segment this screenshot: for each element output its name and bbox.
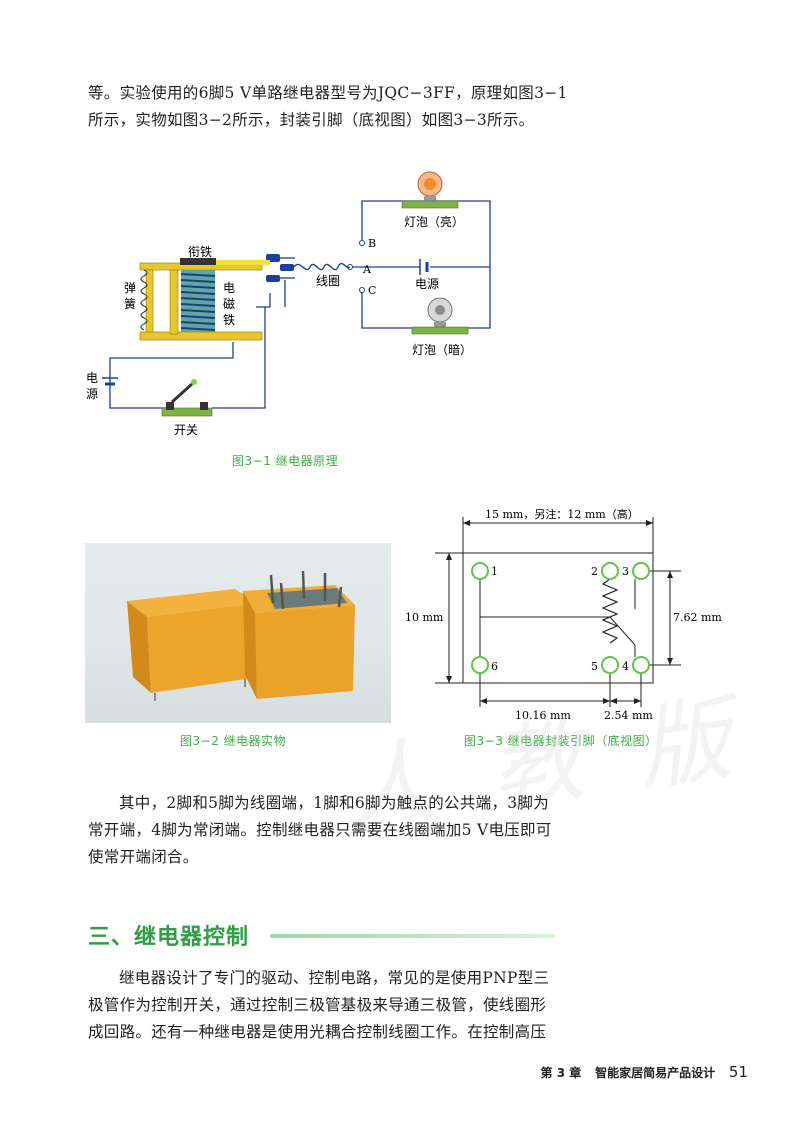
figure1-caption: 图3−1 继电器原理: [232, 454, 339, 468]
relay-principle-diagram: 衔铁 弹 簧 电 磁 铁 线圈 B A C 电源 灯泡（亮） 灯泡（暗） 电 源…: [86, 171, 491, 437]
pin-3-icon: [632, 562, 650, 580]
footer-page-number: 51: [728, 1063, 748, 1081]
body-paragraph: 其中，2脚和5脚为线圈端，1脚和6脚为触点的公共端，3脚为 常开端，4脚为常闭端…: [88, 790, 558, 871]
intro-line-2: 所示，实物如图3−2所示，封装引脚（底视图）如图3−3所示。: [88, 111, 535, 129]
label-switch: 开关: [174, 423, 198, 437]
label-coil: 线圈: [316, 274, 340, 288]
label-point-c: C: [368, 284, 376, 297]
label-power-left: 电 源: [86, 371, 102, 401]
relay-photo: [85, 543, 391, 723]
section-title: 三、继电器控制: [88, 925, 250, 950]
figure2-caption: 图3−2 继电器实物: [180, 734, 287, 748]
section-title-underline: [270, 934, 555, 938]
pin-2-icon: [601, 562, 619, 580]
pin-5-icon: [601, 656, 619, 674]
label-armature: 衔铁: [188, 245, 212, 259]
label-spring-1: 弹: [124, 281, 136, 295]
page-footer: 第 3 章 智能家居简易产品设计 51: [541, 1063, 748, 1081]
body-line-1: 其中，2脚和5脚为线圈端，1脚和6脚为触点的公共端，3脚为: [119, 794, 550, 812]
relay-pin-layout-diagram: 1 2 3 4 5 6 15 mm，另注：12 mm（高） 10 mm 7.62…: [405, 507, 722, 722]
contact-points: [266, 240, 365, 293]
label-electromagnet: 电 磁 铁: [223, 281, 239, 327]
section-paragraph: 继电器设计了专门的驱动、控制电路，常见的是使用PNP型三 极管作为控制开关，通过…: [88, 965, 558, 1046]
right-dimension-label: 7.62 mm: [673, 611, 722, 624]
body-line-3: 使常开端闭合。: [88, 848, 199, 866]
bottom-dimension-left-label: 10.16 mm: [515, 709, 571, 722]
label-power-left-2: 源: [86, 387, 98, 401]
label-point-a: A: [362, 263, 372, 276]
section-line-2: 极管作为控制开关，通过控制三极管基极来导通三极管，使线圈形: [88, 996, 547, 1014]
left-dimension-label: 10 mm: [405, 611, 444, 624]
label-spring: 弹 簧: [124, 281, 140, 311]
spring-icon: [140, 269, 148, 331]
label-bulb-on: 灯泡（亮）: [404, 214, 464, 229]
label-electromagnet-2: 磁: [223, 296, 235, 311]
left-battery-icon: [102, 377, 118, 386]
coil-wire-icon: [293, 262, 351, 271]
intro-paragraph: 等。实验使用的6脚5 V单路继电器型号为JQC−3FF，原理如图3−1 所示，实…: [88, 80, 568, 134]
pin-6-label: 6: [491, 660, 498, 673]
top-dimension-label: 15 mm，另注：12 mm（高）: [485, 507, 639, 521]
switch-icon: [161, 379, 213, 417]
electromagnet-icon: [180, 270, 216, 332]
label-point-b: B: [368, 237, 376, 250]
bottom-dimension-right-label: 2.54 mm: [604, 709, 653, 722]
pin-1-label: 1: [491, 565, 498, 578]
footer-title: 智能家居简易产品设计: [595, 1066, 716, 1080]
bulb-off-icon: [411, 297, 469, 335]
right-battery-icon: [419, 259, 429, 275]
body-line-2: 常开端，4脚为常闭端。控制继电器只需要在线圈端加5 V电压即可: [88, 821, 552, 839]
label-electromagnet-1: 电: [223, 281, 235, 295]
label-power-right: 电源: [415, 277, 439, 291]
section-line-1: 继电器设计了专门的驱动、控制电路，常见的是使用PNP型三: [119, 969, 550, 987]
pin-1-icon: [471, 562, 489, 580]
pin-circles: [471, 562, 650, 674]
pin-4-label: 4: [622, 660, 629, 673]
label-spring-2: 簧: [124, 296, 136, 311]
intro-line-1: 等。实验使用的6脚5 V单路继电器型号为JQC−3FF，原理如图3−1: [88, 84, 568, 102]
pin-6-icon: [471, 656, 489, 674]
dimension-arrows: [446, 520, 673, 704]
pin-4-icon: [632, 656, 650, 674]
figure3-caption: 图3−3 继电器封装引脚（底视图）: [464, 734, 658, 748]
label-bulb-off: 灯泡（暗）: [412, 342, 472, 357]
section-line-3: 成回路。还有一种继电器是使用光耦合控制线圈工作。在控制高压: [88, 1023, 547, 1041]
pin-2-label: 2: [591, 565, 598, 578]
pin-3-label: 3: [622, 565, 629, 578]
label-electromagnet-3: 铁: [223, 313, 235, 327]
pin-5-label: 5: [591, 660, 598, 673]
footer-chapter: 第 3 章: [540, 1066, 582, 1080]
bulb-on-icon: [401, 171, 459, 209]
label-power-left-1: 电: [86, 371, 98, 385]
